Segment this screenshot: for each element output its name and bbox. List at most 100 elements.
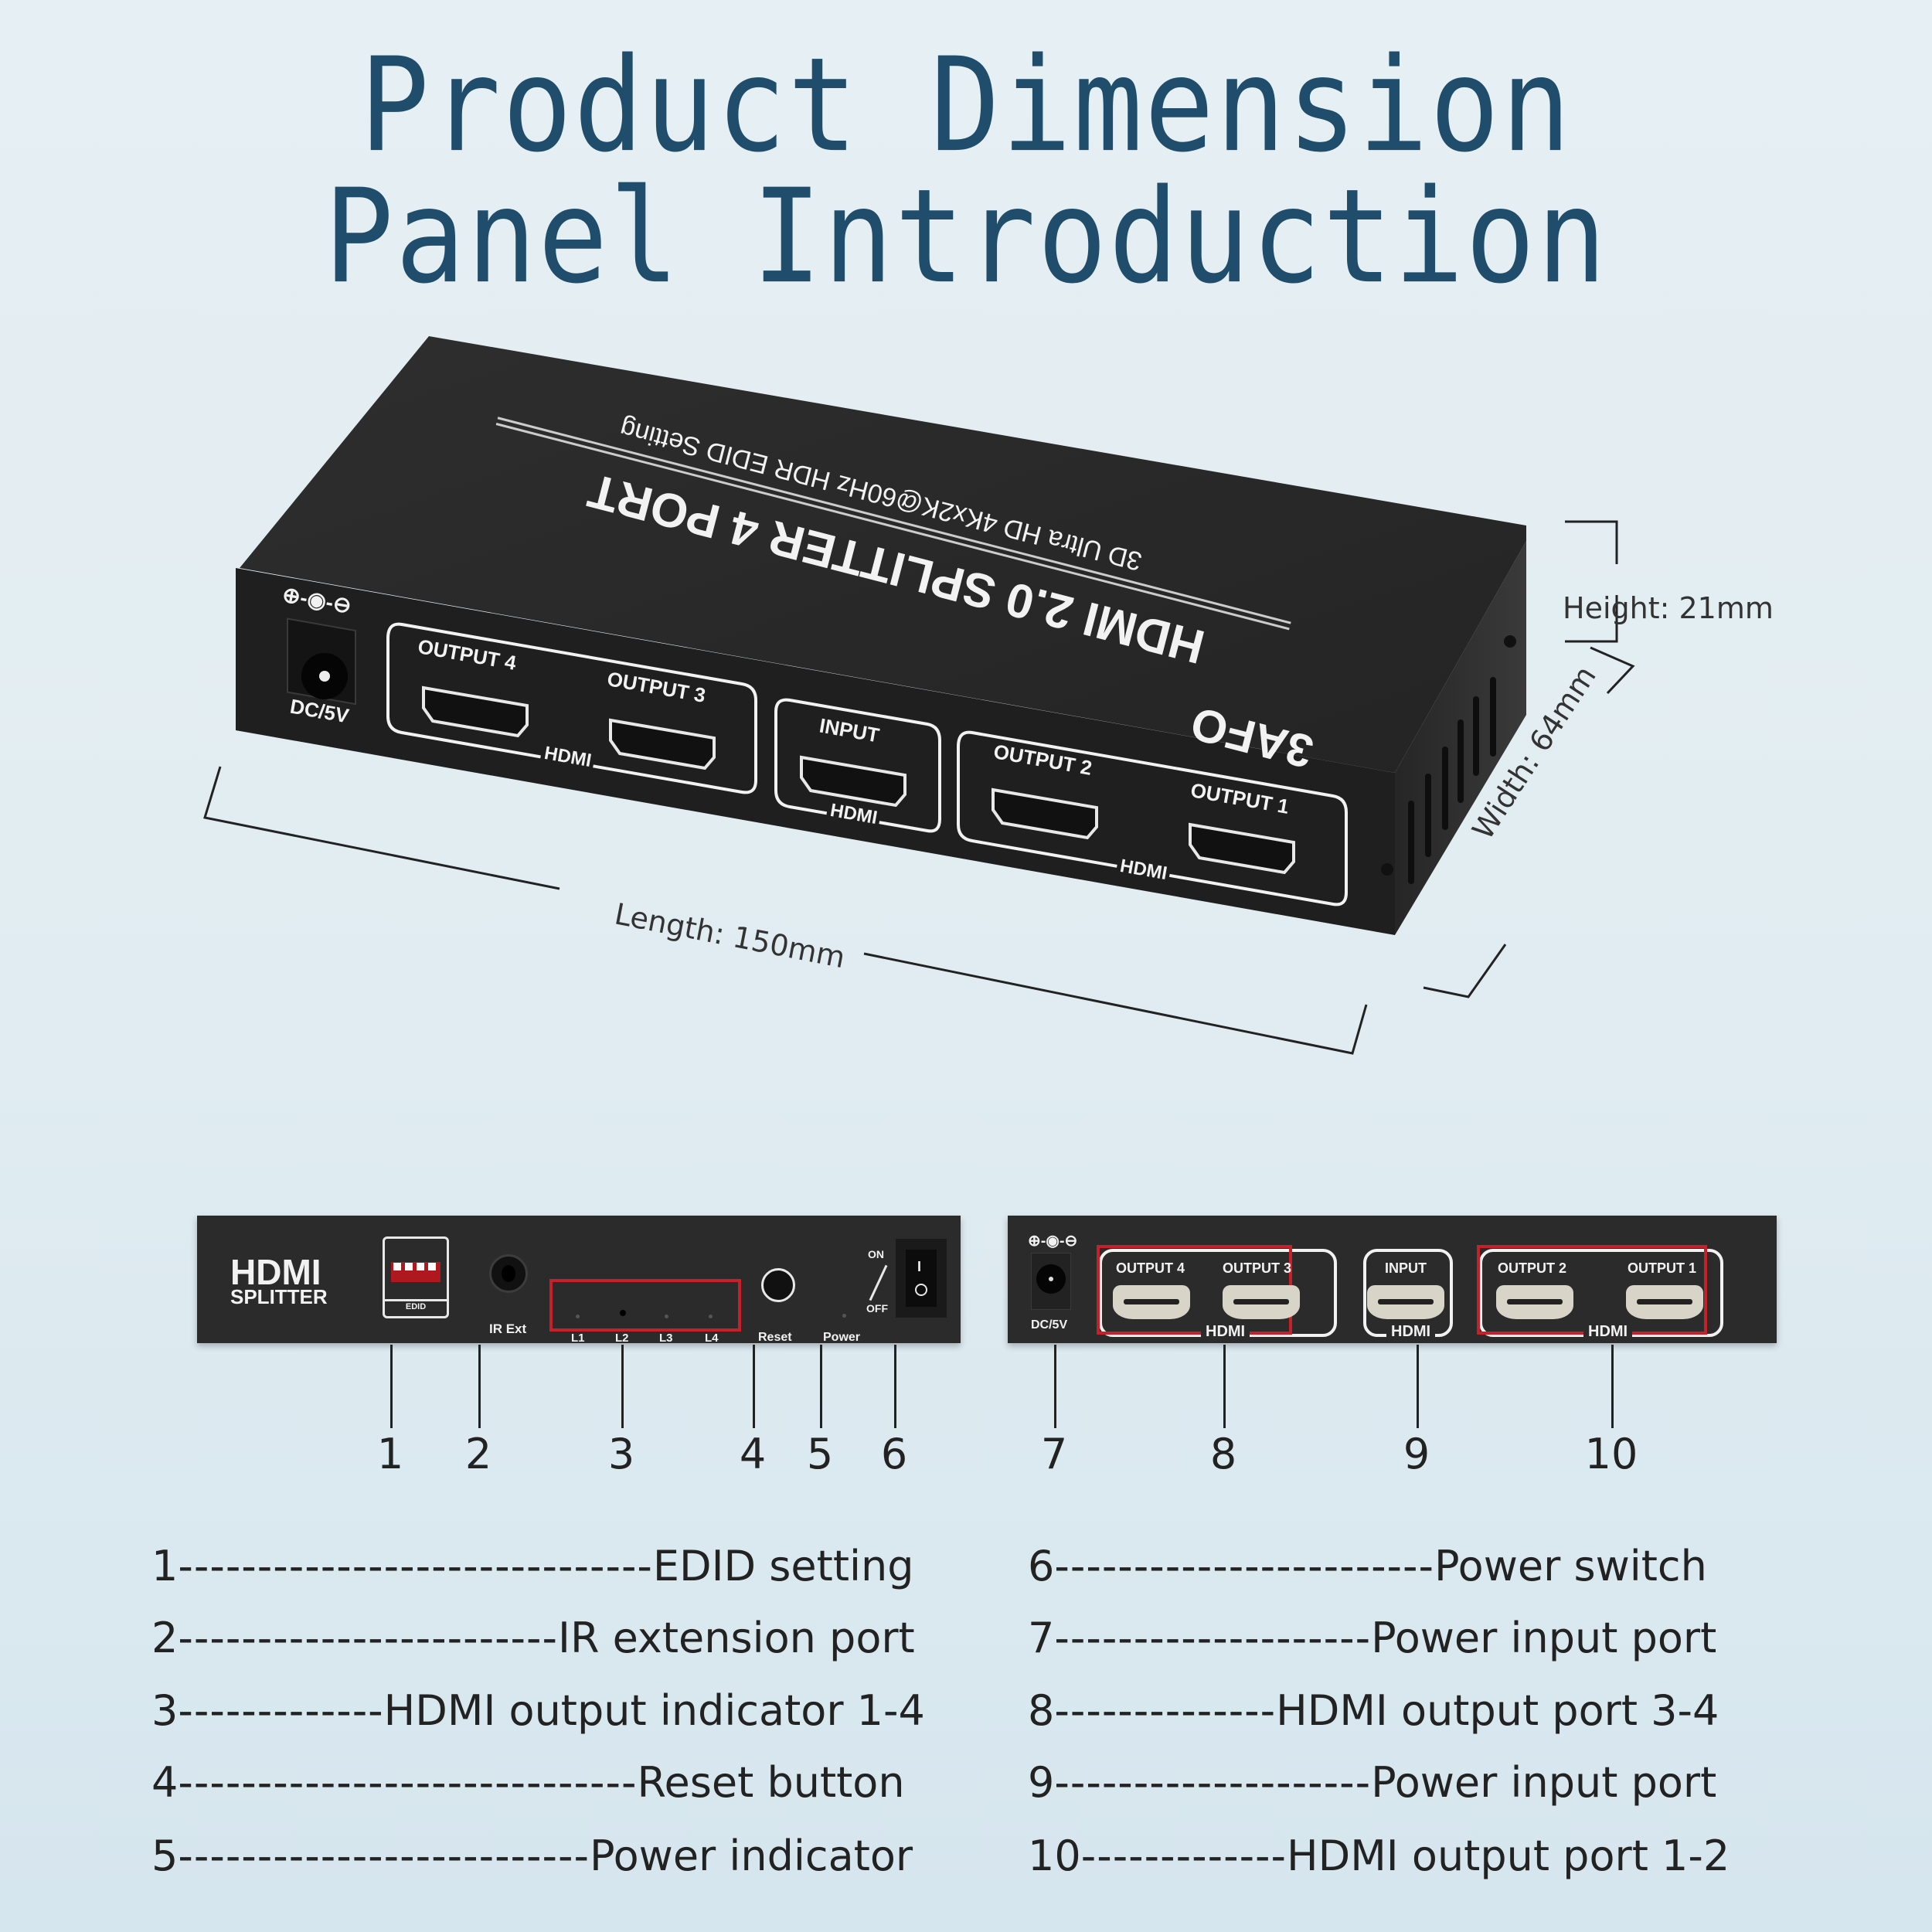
- port-label-output-2: OUTPUT 2: [1498, 1260, 1567, 1276]
- title-line-2: Panel Introduction: [324, 162, 1608, 313]
- callout-4: 4: [739, 1430, 767, 1478]
- dip-switch-1[interactable]: [393, 1263, 401, 1270]
- switch-off-label: OFF: [866, 1302, 888, 1315]
- callout-10: 10: [1584, 1430, 1638, 1478]
- leader-line-2: [478, 1345, 481, 1428]
- legend-dashes: --------------------: [1054, 1758, 1372, 1807]
- legend-number: 2: [151, 1614, 179, 1662]
- leader-line-10: [1611, 1345, 1614, 1428]
- reset-button[interactable]: [761, 1268, 795, 1302]
- dc-jack-pin: [1049, 1277, 1053, 1281]
- legend-text: HDMI output indicator 1-4: [383, 1686, 925, 1735]
- front-polarity-icons: ⊕-◉-⊖: [1028, 1233, 1078, 1250]
- legend-dashes: --------------: [1054, 1686, 1277, 1735]
- edid-label: EDID: [405, 1302, 427, 1311]
- led-l3: [665, 1315, 668, 1318]
- legend-item-5: 5--------------------------Power indicat…: [151, 1832, 913, 1880]
- legend-text: Power indicator: [589, 1832, 913, 1880]
- ir-port-hole: [502, 1265, 515, 1282]
- port-label-output-4: OUTPUT 4: [1116, 1260, 1185, 1276]
- rear-brand-main: HDMI: [230, 1252, 321, 1292]
- legend-number: 3: [151, 1686, 179, 1735]
- legend-dashes: -------------: [178, 1686, 384, 1735]
- legend-number: 9: [1028, 1758, 1055, 1807]
- front-dc-label: DC/5V: [1031, 1318, 1068, 1332]
- legend-text: IR extension port: [558, 1614, 915, 1662]
- legend-dashes: --------------------------: [178, 1832, 590, 1880]
- led-l4: [709, 1315, 713, 1318]
- legend-item-8: 8--------------HDMI output port 3-4: [1028, 1686, 1719, 1735]
- legend-text: EDID setting: [652, 1542, 914, 1590]
- edid-dip-switch[interactable]: EDID: [383, 1236, 449, 1318]
- led-label-l1: L1: [571, 1332, 585, 1345]
- group-tag-hdmi: HDMI: [1583, 1323, 1633, 1341]
- rear-panel: HDMI SPLITTER EDID IR Ext L1 L2 L3 L4 Re…: [197, 1216, 961, 1345]
- dip-switch-2[interactable]: [405, 1263, 413, 1270]
- power-switch[interactable]: I: [896, 1239, 947, 1318]
- callout-5: 5: [806, 1430, 834, 1478]
- dip-switch-4[interactable]: [428, 1263, 436, 1270]
- callout-7: 7: [1040, 1430, 1068, 1478]
- group-tag-hdmi: HDMI: [1386, 1323, 1436, 1341]
- led-label-l2: L2: [615, 1332, 629, 1345]
- ir-ext-port[interactable]: [489, 1254, 528, 1293]
- leader-line-6: [894, 1345, 896, 1428]
- legend-number: 10: [1028, 1832, 1081, 1880]
- legend-dashes: ------------------------: [178, 1614, 559, 1662]
- hdmi-port-input[interactable]: [1367, 1285, 1444, 1319]
- legend-dashes: -----------------------------: [178, 1758, 638, 1807]
- switch-on-label: ON: [868, 1248, 884, 1260]
- led-label-l4: L4: [705, 1332, 719, 1345]
- legend-item-4: 4-----------------------------Reset butt…: [151, 1758, 905, 1807]
- legend-item-3: 3-------------HDMI output indicator 1-4: [151, 1686, 925, 1735]
- legend-dashes: ------------------------------: [178, 1542, 653, 1590]
- dc-jack-hole: [1036, 1264, 1066, 1294]
- switch-rocker[interactable]: I: [906, 1250, 937, 1307]
- ir-ext-label: IR Ext: [489, 1321, 527, 1336]
- switch-slash: [869, 1264, 888, 1301]
- legend-item-9: 9--------------------Power input port: [1028, 1758, 1716, 1807]
- legend-item-1: 1------------------------------EDID sett…: [151, 1542, 914, 1590]
- legend-text: Power switch: [1434, 1542, 1707, 1590]
- legend-number: 5: [151, 1832, 179, 1880]
- legend-text: HDMI output port 1-2: [1287, 1832, 1730, 1880]
- group-tag-hdmi: HDMI: [1201, 1323, 1250, 1341]
- legend-text: Power input port: [1371, 1614, 1717, 1662]
- legend-number: 1: [151, 1542, 179, 1590]
- leader-line-4: [753, 1345, 755, 1428]
- hdmi-port-output-2[interactable]: [1496, 1285, 1573, 1319]
- leader-line-3: [621, 1345, 624, 1428]
- led-l1: [576, 1315, 580, 1318]
- hdmi-port-output-4[interactable]: [1113, 1285, 1190, 1319]
- legend-item-10: 10-------------HDMI output port 1-2: [1028, 1832, 1730, 1880]
- callout-1: 1: [376, 1430, 404, 1478]
- power-led: [842, 1314, 846, 1318]
- legend-item-2: 2------------------------IR extension po…: [151, 1614, 915, 1662]
- product-3d-illustration: [236, 336, 1526, 935]
- legend-text: Power input port: [1371, 1758, 1717, 1807]
- edid-divider: [385, 1299, 447, 1301]
- led-indicator-highlight: [549, 1279, 741, 1332]
- hdmi-port-output-1[interactable]: [1626, 1285, 1703, 1319]
- leader-line-5: [820, 1345, 822, 1428]
- dc-power-jack[interactable]: [1031, 1253, 1071, 1310]
- legend-dashes: --------------------: [1054, 1614, 1372, 1662]
- legend-number: 4: [151, 1758, 179, 1807]
- title-line-1: Product Dimension: [359, 30, 1573, 182]
- leader-line-7: [1054, 1345, 1056, 1428]
- legend-text: Reset button: [637, 1758, 905, 1807]
- rear-brand-sub: SPLITTER: [230, 1285, 328, 1308]
- hdmi-port-output-3[interactable]: [1223, 1285, 1300, 1319]
- switch-off-glyph: [915, 1284, 927, 1296]
- dip-switch-3[interactable]: [417, 1263, 424, 1270]
- legend-number: 6: [1028, 1542, 1055, 1590]
- power-label: Power: [823, 1331, 861, 1344]
- legend-dashes: ------------------------: [1054, 1542, 1435, 1590]
- port-label-output-1: OUTPUT 1: [1628, 1260, 1697, 1276]
- height-dimension: Height: 21mm: [1563, 591, 1774, 625]
- led-label-l3: L3: [659, 1332, 673, 1345]
- callout-9: 9: [1403, 1430, 1430, 1478]
- legend-number: 7: [1028, 1614, 1055, 1662]
- callout-3: 3: [607, 1430, 635, 1478]
- leader-line-8: [1223, 1345, 1226, 1428]
